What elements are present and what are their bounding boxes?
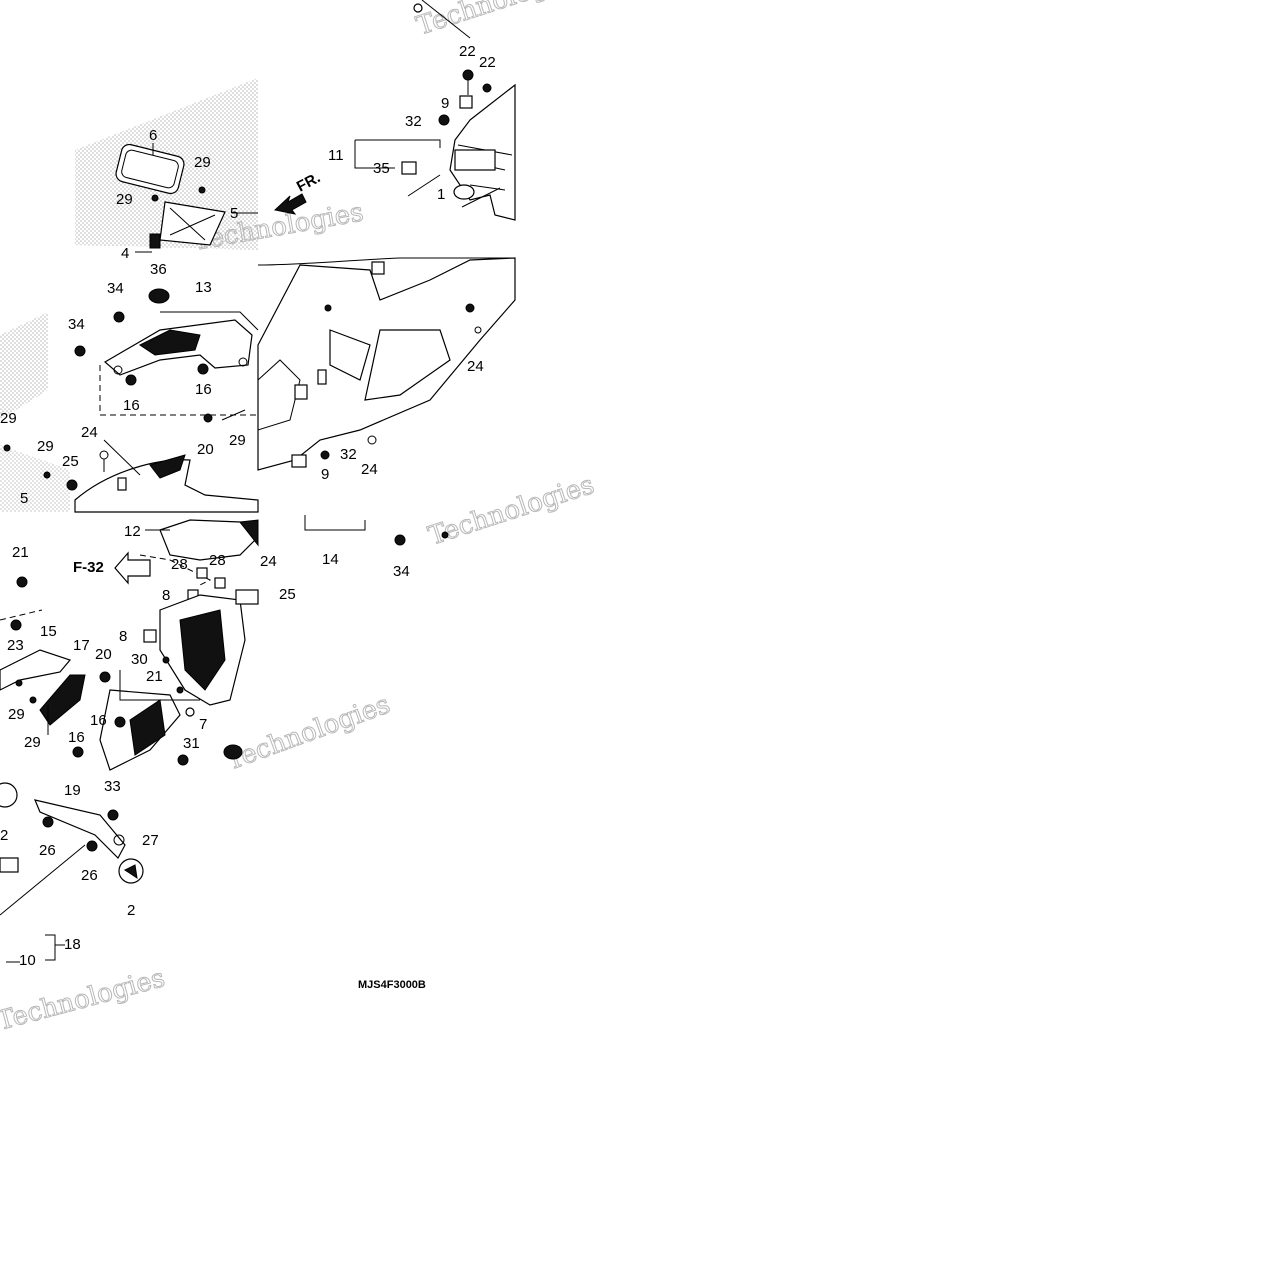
callout-29: 29	[194, 154, 211, 171]
callout-24: 24	[361, 461, 378, 478]
callout-23: 23	[7, 637, 24, 654]
callout-9: 9	[321, 466, 329, 483]
callout-24: 24	[81, 424, 98, 441]
callout-34: 34	[107, 280, 124, 297]
svg-text:Technologies: Technologies	[222, 690, 394, 777]
callout-25: 25	[279, 586, 296, 603]
callout-14: 14	[322, 551, 339, 568]
part-group-cover-frame	[115, 143, 258, 253]
part-group-center-cover	[139, 519, 259, 766]
svg-text:Technologies: Technologies	[0, 963, 168, 1037]
callout-8: 8	[162, 587, 170, 604]
callout-29: 29	[37, 438, 54, 455]
callout-7: 7	[199, 716, 207, 733]
callout-11: 11	[328, 147, 344, 164]
svg-text:Technologies: Technologies	[413, 0, 586, 42]
callout-21: 21	[12, 544, 29, 561]
part-group-rear-bracket	[354, 0, 516, 221]
callout-36: 36	[150, 261, 167, 278]
callout-34: 34	[68, 316, 85, 333]
direction-label: FR.	[294, 169, 323, 195]
callout-34: 34	[393, 563, 410, 580]
callout-22: 22	[459, 43, 476, 60]
callout-18: 18	[64, 936, 81, 953]
ref-arrow: F-32	[73, 551, 151, 585]
callout-28: 28	[171, 556, 188, 573]
part-group-fender-panel	[3, 409, 259, 513]
callout-29: 29	[229, 432, 246, 449]
callout-13: 13	[195, 279, 212, 296]
callout-29: 29	[116, 191, 133, 208]
callout-29: 29	[0, 410, 17, 427]
callout-16: 16	[123, 397, 140, 414]
callout-25: 25	[62, 453, 79, 470]
callout-20: 20	[95, 646, 112, 663]
svg-text:Technologies: Technologies	[425, 470, 598, 552]
callout-33: 33	[104, 778, 121, 795]
callout-8: 8	[119, 628, 127, 645]
callout-21: 21	[146, 668, 163, 685]
callout-19: 19	[64, 782, 81, 799]
part-group-rear-fender	[257, 257, 516, 546]
callout-27: 27	[142, 832, 159, 849]
callout-28: 28	[209, 552, 226, 569]
callout-15: 15	[40, 623, 57, 640]
callout-6: 6	[149, 127, 157, 144]
callout-17: 17	[73, 637, 90, 654]
callout-9: 9	[441, 95, 449, 112]
callout-16: 16	[90, 712, 107, 729]
callout-labels: 6 29 29 5 4 22 22 9 32 11 35 1 36 34 13 …	[0, 43, 496, 969]
callout-35: 35	[373, 160, 390, 177]
callout-16: 16	[195, 381, 212, 398]
part-group-upper-bracket	[74, 288, 259, 423]
part-group-side-brackets	[0, 576, 200, 771]
callout-1: 1	[437, 186, 445, 203]
callout-32: 32	[405, 113, 422, 130]
callout-12: 12	[124, 523, 141, 540]
callout-10: 10	[19, 952, 36, 969]
callout-5: 5	[230, 205, 238, 222]
callout-31: 31	[183, 735, 200, 752]
callout-29: 29	[8, 706, 25, 723]
ref-label: F-32	[73, 559, 104, 576]
callout-29: 29	[24, 734, 41, 751]
callout-2: 2	[0, 827, 8, 844]
callout-24: 24	[467, 358, 484, 375]
callout-26: 26	[39, 842, 56, 859]
callout-30: 30	[131, 651, 148, 668]
callout-22: 22	[479, 54, 496, 71]
callout-16: 16	[68, 729, 85, 746]
callout-24: 24	[260, 553, 277, 570]
callout-2: 2	[127, 902, 135, 919]
callout-4: 4	[121, 245, 129, 262]
diagram-code: MJS4F3000B	[358, 979, 426, 991]
callout-20: 20	[197, 441, 214, 458]
part-group-lower-stay	[0, 782, 144, 963]
callout-26: 26	[81, 867, 98, 884]
callout-32: 32	[340, 446, 357, 463]
callout-5: 5	[20, 490, 28, 507]
